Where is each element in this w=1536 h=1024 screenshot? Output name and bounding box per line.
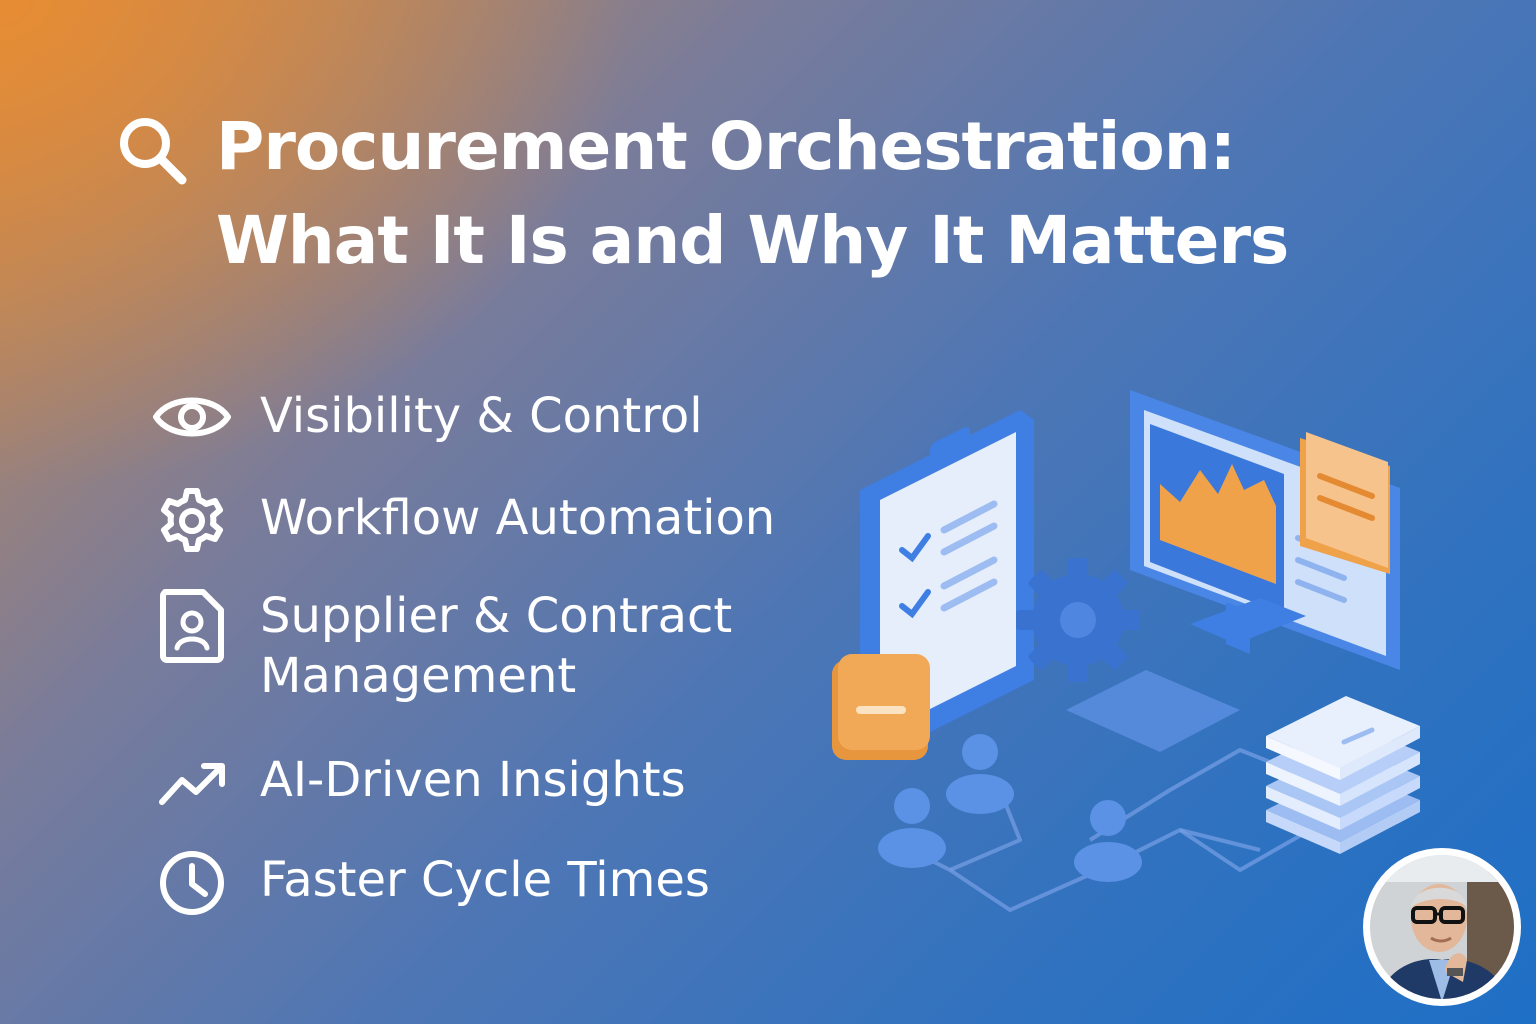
note-card-icon: [1300, 432, 1390, 574]
feature-label: AI-Driven Insights: [260, 752, 686, 808]
feature-item-cycle-times: Faster Cycle Times: [150, 846, 710, 920]
procurement-illustration: [832, 390, 1420, 912]
feature-label: Supplier & Contract Management: [260, 586, 732, 706]
feature-item-ai-insights: AI-Driven Insights: [150, 746, 686, 820]
feature-item-visibility: Visibility & Control: [150, 380, 703, 454]
title-line-1: Procurement Orchestration:: [216, 108, 1236, 185]
feature-label: Workflow Automation: [260, 490, 776, 546]
feature-item-workflow: Workflow Automation: [150, 484, 775, 558]
gear-3d-icon: [1016, 558, 1140, 682]
avatar: [1367, 852, 1517, 1002]
database-stack-icon: [1266, 696, 1420, 854]
feature-item-supplier-contract: Supplier & Contract Management: [150, 586, 732, 706]
feature-label-line-1: Supplier & Contract: [260, 588, 733, 644]
eye-icon: [153, 397, 231, 437]
feature-label: Faster Cycle Times: [260, 852, 710, 908]
people-icons: [878, 734, 1142, 882]
feature-label: Visibility & Control: [260, 388, 703, 444]
clock-icon: [160, 851, 224, 915]
platform-tile: [1066, 670, 1240, 752]
search-icon: [120, 118, 187, 185]
gear-icon: [161, 488, 223, 552]
trend-up-icon: [159, 763, 225, 805]
monitor-icon: [1130, 390, 1400, 670]
person-portrait-icon: [1370, 855, 1514, 999]
chat-bubble-icon: [832, 654, 930, 760]
page-title: Procurement Orchestration: What It Is an…: [216, 100, 1289, 288]
contact-document-icon: [160, 589, 224, 663]
feature-label-line-2: Management: [260, 648, 577, 704]
title-line-2: What It Is and Why It Matters: [216, 202, 1289, 279]
